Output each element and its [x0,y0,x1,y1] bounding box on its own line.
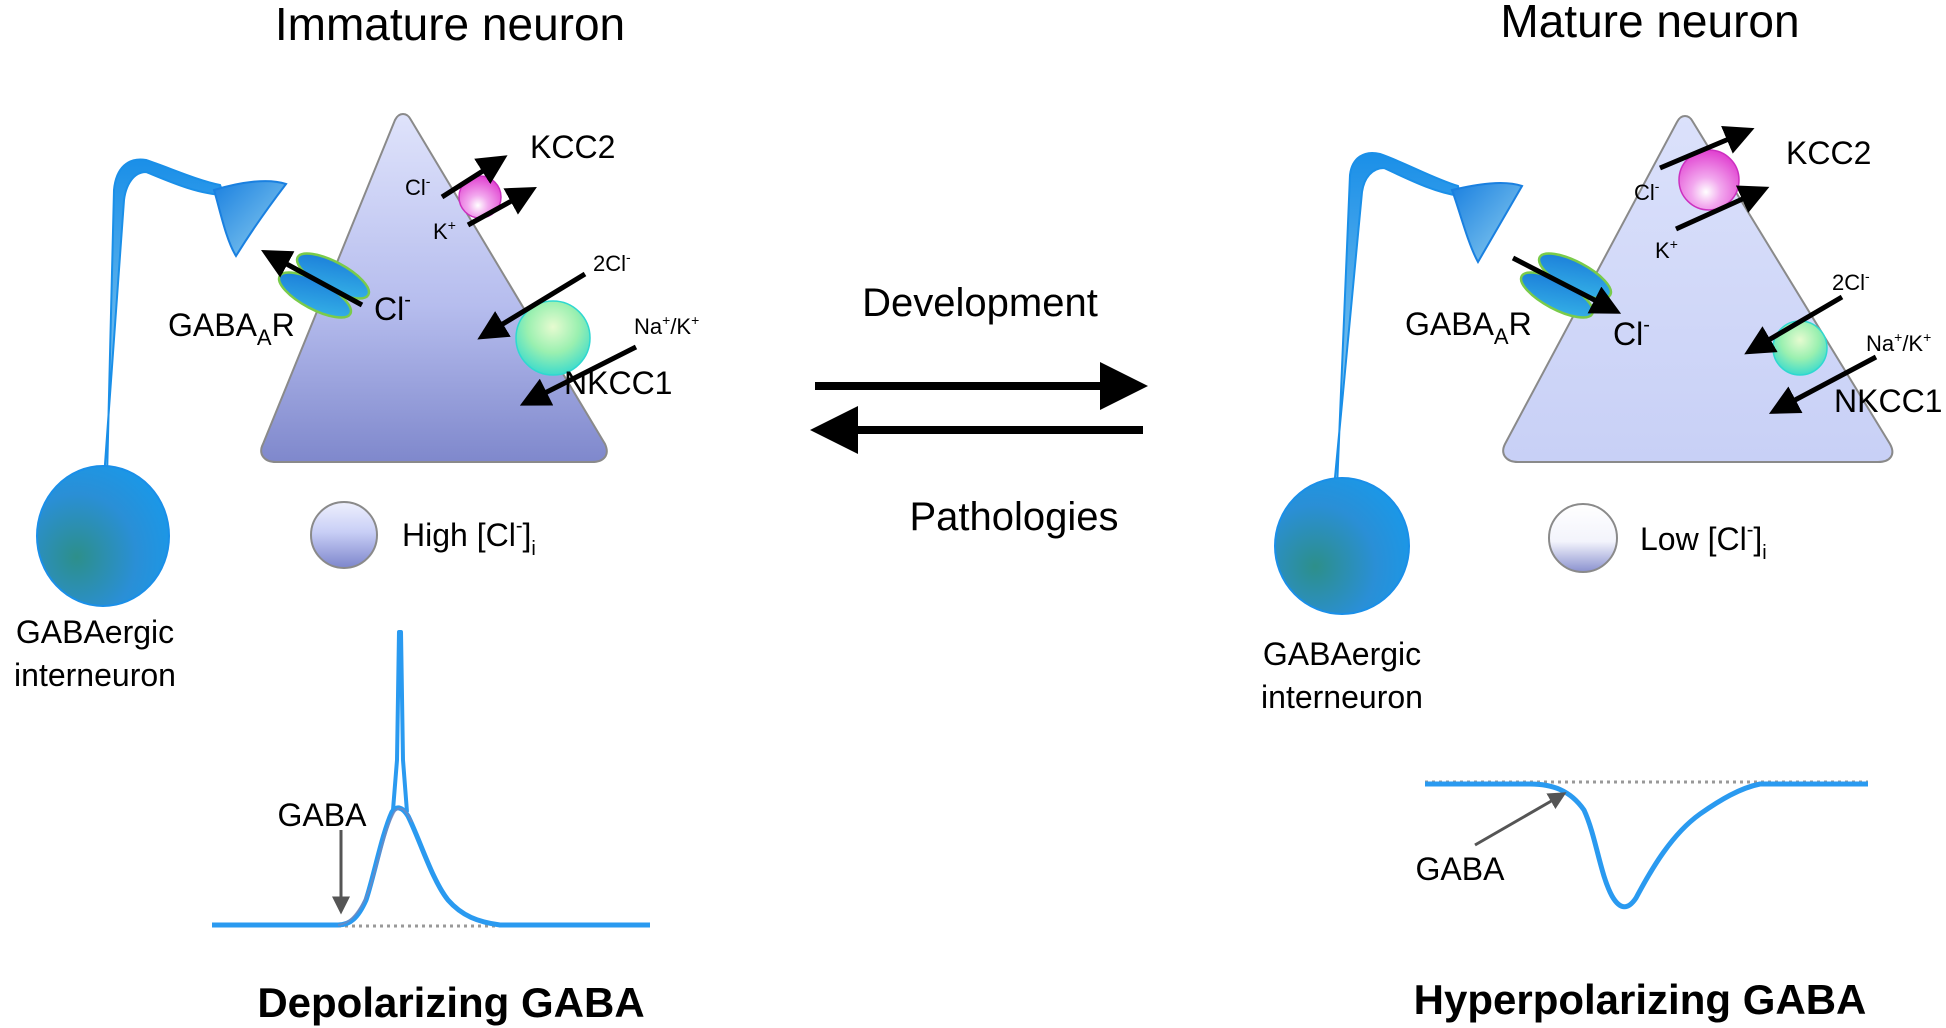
low-chloride-swatch [1548,503,1618,573]
low-chloride-label: Low [Cl-]i [1640,519,1767,564]
mature-interneuron: GABAergic interneuron [1261,152,1524,715]
hyperpolarizing-trace: GABA [1416,780,1868,910]
interneuron-label-line1: GABAergic [16,614,174,650]
nkcc1-nak-arrow [1768,354,1878,414]
gabaar-cl-label: Cl- [1613,314,1650,352]
kcc2-cl-arrow [440,155,508,200]
pathologies-label: Pathologies [909,495,1118,539]
nkcc1-2cl-arrow [1744,294,1844,355]
mature-kcc2-transporter [1678,149,1740,211]
gabaar-influx-arrow [1511,255,1622,314]
gabaar-efflux-arrow [261,250,364,308]
kcc2-k-label: K+ [1655,236,1678,263]
gabaar-label: GABAAR [168,307,295,350]
kcc2-cl-arrow [1659,125,1755,171]
kcc2-k-arrow [1674,185,1770,232]
interneuron-soma [1274,477,1410,615]
gabaar-cl-label: Cl- [374,289,411,327]
depolarizing-caption: Depolarizing GABA [257,979,644,1026]
kcc2-label: KCC2 [1786,135,1871,171]
nkcc1-2cl-arrow [477,271,587,340]
hyper-gaba-label: GABA [1416,851,1506,887]
high-chloride-label: High [Cl-]i [402,515,536,560]
nkcc1-label: NKCC1 [564,365,672,401]
interneuron-label-line2: interneuron [14,657,176,693]
interneuron-soma [36,465,170,607]
transition-arrows: Development Pathologies [810,281,1148,539]
interneuron-label-line2: interneuron [1261,679,1423,715]
kcc2-k-arrow [466,186,537,228]
nkcc1-nak-arrow [519,344,638,406]
mature-panel: Mature neuron GABAergic interneuron Cl- … [1261,0,1942,1023]
interneuron-label-line1: GABAergic [1263,636,1421,672]
gabaar-label: GABAAR [1405,306,1532,349]
depolarizing-trace: GABA [212,630,650,928]
kcc2-cl-label: Cl- [405,173,431,200]
hyperpolarizing-caption: Hyperpolarizing GABA [1414,976,1867,1023]
immature-pyramidal-soma [260,113,608,463]
nkcc1-label: NKCC1 [1834,383,1942,419]
immature-panel: Immature neuron GABAergic interneuron Cl… [14,0,699,1026]
high-chloride-swatch [310,501,378,569]
hyper-gaba-arrow [1474,792,1567,847]
nkcc1-2cl-label: 2Cl- [1832,268,1870,295]
immature-title: Immature neuron [275,0,625,50]
kcc2-label: KCC2 [530,129,615,165]
interneuron-bouton [212,180,288,258]
immature-interneuron: GABAergic interneuron [14,158,288,693]
mature-title: Mature neuron [1500,0,1799,47]
interneuron-bouton [1450,182,1524,265]
immature-nkcc1-transporter [515,300,591,376]
kcc2-k-label: K+ [433,217,456,244]
kcc2-cl-label: Cl- [1634,178,1660,205]
nkcc1-nak-label: Na+/K+ [634,312,699,339]
nkcc1-2cl-label: 2Cl- [593,249,631,276]
mature-pyramidal-soma [1502,115,1894,463]
depol-gaba-label: GABA [278,797,368,833]
development-label: Development [862,281,1098,325]
mature-nkcc1-transporter [1772,320,1828,376]
nkcc1-nak-label: Na+/K+ [1866,329,1931,356]
